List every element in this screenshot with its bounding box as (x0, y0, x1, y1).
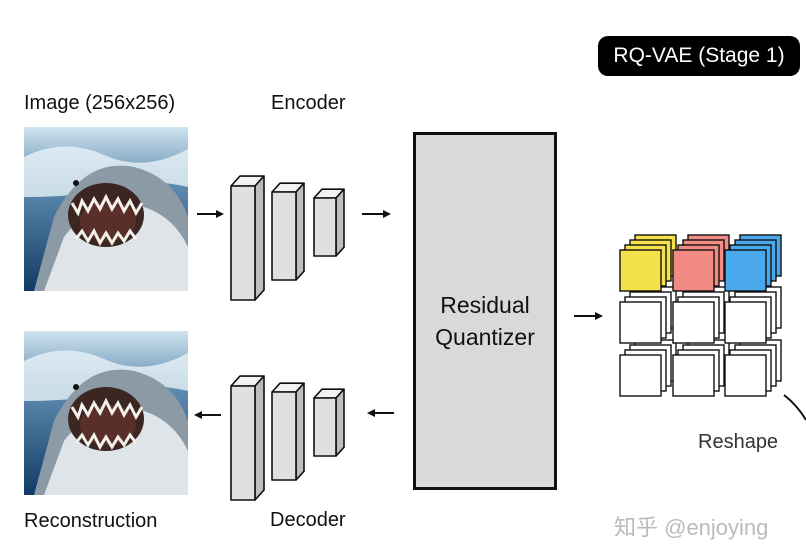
residual-quantizer-label: Residual Quantizer (416, 289, 554, 353)
residual-quantizer: Residual Quantizer (413, 132, 557, 490)
encoder-label: Encoder (271, 92, 346, 114)
code-stack-r1-c1 (619, 234, 677, 292)
decoder-layers (230, 375, 345, 501)
reshape-label: Reshape (698, 431, 779, 453)
decoder-layer-1 (230, 375, 265, 501)
code-stack-r2-c1 (619, 286, 677, 344)
input-image (24, 127, 188, 291)
quantizer-label-line1: Residual (440, 292, 530, 318)
code-stack-r1-c3 (724, 234, 782, 292)
image-label: Image (256x256) (24, 92, 176, 114)
reshape-curve (783, 394, 806, 421)
code-stack-r1-c2 (672, 234, 730, 292)
encoder-layer-2 (271, 182, 305, 281)
decoder-label: Decoder (270, 509, 346, 531)
code-stack-r3-c1 (619, 339, 677, 397)
decoder-layer-3 (313, 388, 345, 457)
decoder-layer-2 (271, 382, 305, 481)
code-stack-r3-c3 (724, 339, 782, 397)
quantizer-label-line2: Quantizer (435, 324, 535, 350)
stage-badge: RQ-VAE (Stage 1) (598, 36, 800, 76)
code-stack-r2-c2 (672, 286, 730, 344)
code-stack-r2-c3 (724, 286, 782, 344)
encoder-layers (230, 175, 345, 301)
reconstruction-label: Reconstruction (24, 510, 158, 532)
code-stack-r3-c2 (672, 339, 730, 397)
watermark: 知乎 @enjoying (614, 515, 769, 540)
encoder-layer-3 (313, 188, 345, 257)
reconstruction-image (24, 331, 188, 495)
code-stack-grid (619, 234, 782, 397)
encoder-layer-1 (230, 175, 265, 301)
